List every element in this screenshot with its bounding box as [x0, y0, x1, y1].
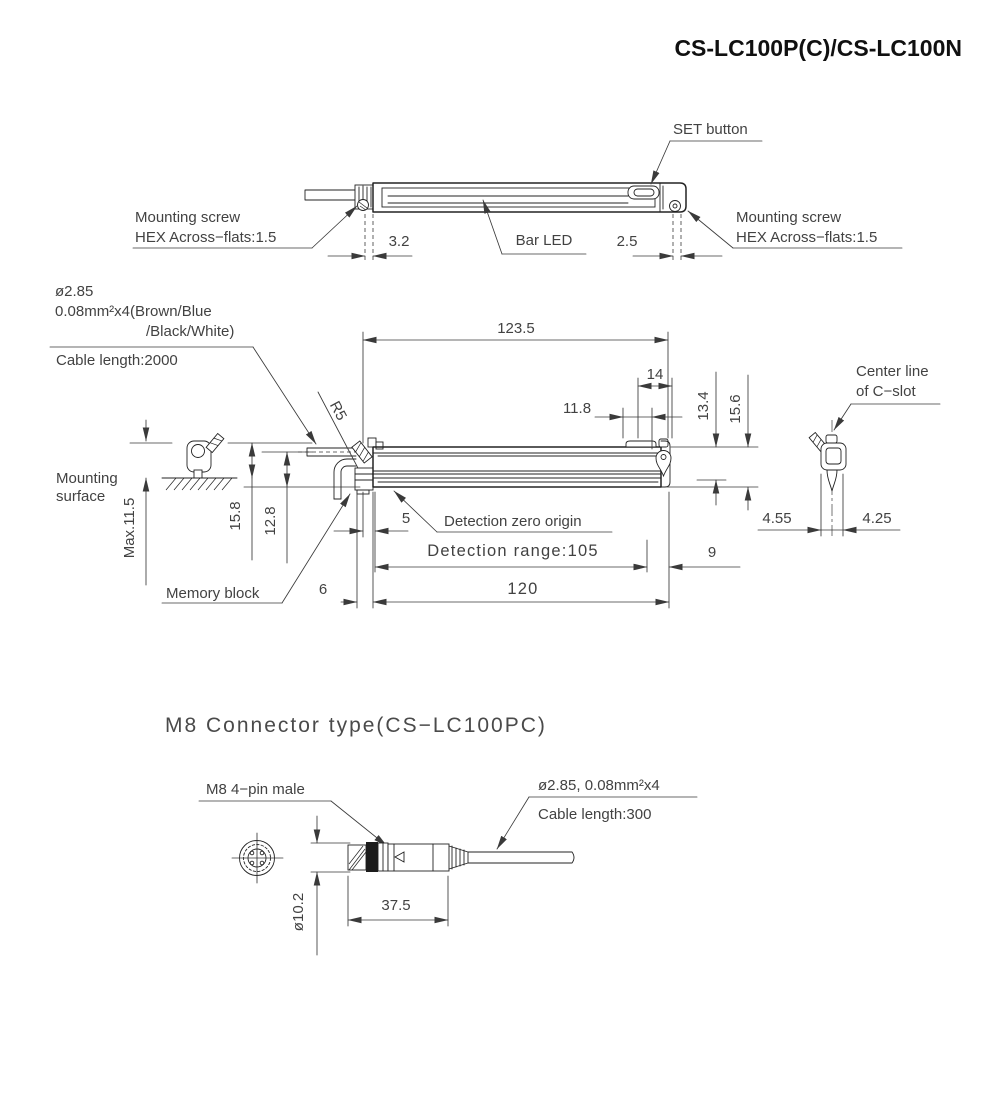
connector-section-heading: M8 Connector type(CS−LC100PC)	[165, 714, 547, 737]
top-view: SET button Mounting screw HEX Across−fla…	[132, 121, 903, 260]
mounting-surface-label2: surface	[56, 488, 105, 505]
dim-4-25: 4.25	[862, 510, 891, 527]
cable-note-line3: /Black/White)	[146, 323, 234, 340]
dim-9: 9	[708, 544, 716, 561]
right-end-view	[808, 420, 847, 536]
dim-10-2: ø10.2	[290, 893, 307, 931]
set-button-label: SET button	[673, 121, 748, 138]
dim-37-5: 37.5	[381, 897, 410, 914]
dim-2-5: 2.5	[617, 233, 638, 250]
dim-max-11-5: Max.11.5	[121, 498, 138, 559]
dim-15-8: 15.8	[227, 501, 244, 530]
connector-front-view	[231, 832, 284, 884]
m8-pin-label: M8 4−pin male	[206, 781, 305, 798]
dim-r5: R5	[326, 398, 350, 423]
memory-block-label: Memory block	[166, 585, 260, 602]
dim-13-4: 13.4	[695, 391, 712, 420]
mounting-screw-right-label2: HEX Across−flats:1.5	[736, 229, 877, 246]
dim-123-5: 123.5	[497, 320, 535, 337]
page-title: CS-LC100P(C)/CS-LC100N	[674, 35, 962, 61]
mounting-screw-left-label: Mounting screw	[135, 209, 240, 226]
center-line-label2: of C−slot	[856, 383, 916, 400]
left-end-view	[161, 432, 238, 491]
dim-15-6: 15.6	[727, 394, 744, 423]
dim-14: 14	[647, 366, 664, 383]
main-dimension-view: ø2.85 0.08mm²x4(Brown/Blue /Black/White)…	[49, 283, 941, 609]
dim-12-8: 12.8	[262, 506, 279, 535]
detection-range-label: Detection range:105	[427, 542, 598, 560]
detection-zero-origin-label: Detection zero origin	[444, 513, 582, 530]
mounting-screw-right-label: Mounting screw	[736, 209, 841, 226]
connector-view: M8 Connector type(CS−LC100PC) M8 4−pin m…	[165, 714, 698, 956]
dim-4-55: 4.55	[762, 510, 791, 527]
dim-6: 6	[319, 581, 327, 598]
dim-3-2: 3.2	[389, 233, 410, 250]
dim-120: 120	[507, 580, 538, 598]
connector-cable-note1: ø2.85, 0.08mm²x4	[538, 777, 660, 794]
dim-5: 5	[402, 510, 410, 527]
cable-note-line4: Cable length:2000	[56, 352, 178, 369]
connector-cable-note2: Cable length:300	[538, 806, 651, 823]
cable-note-line1: ø2.85	[55, 283, 93, 300]
mounting-screw-left-label2: HEX Across−flats:1.5	[135, 229, 276, 246]
dim-11-8: 11.8	[563, 400, 591, 417]
center-line-label1: Center line	[856, 363, 929, 380]
connector-side-view	[347, 842, 575, 872]
bar-led-label: Bar LED	[516, 232, 573, 249]
mounting-surface-label1: Mounting	[56, 470, 118, 487]
cable-note-line2: 0.08mm²x4(Brown/Blue	[55, 303, 212, 320]
